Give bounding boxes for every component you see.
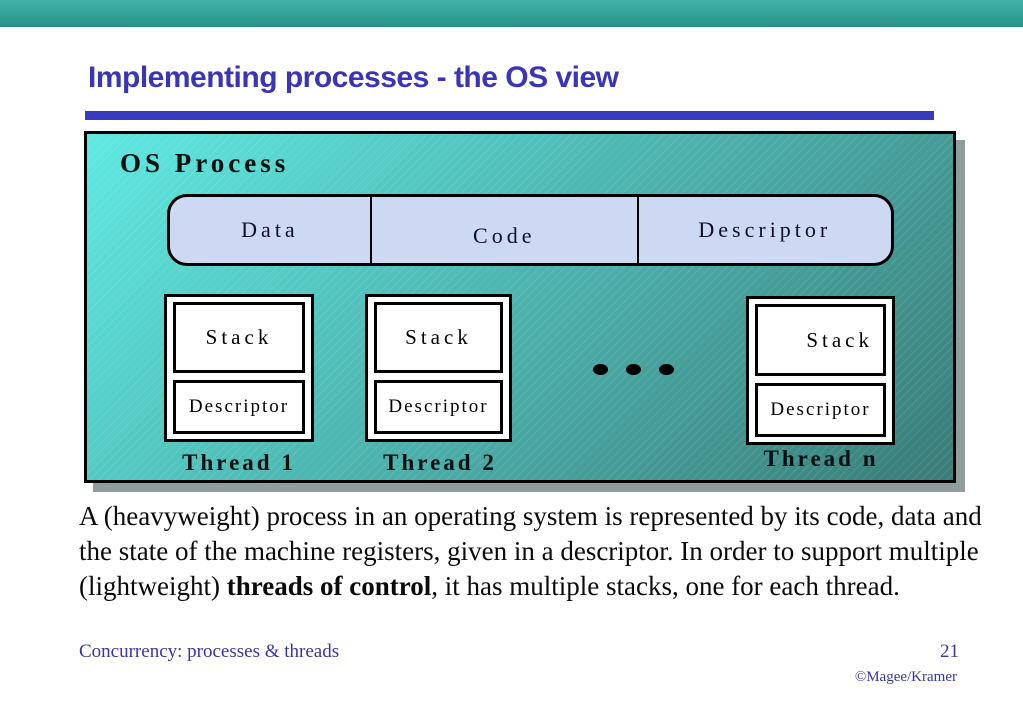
thread-n-label: Thread n	[763, 446, 879, 471]
body-text-before-bold: A (heavyweight) process in an operating …	[79, 501, 982, 601]
thread-2-stack: Stack	[374, 302, 503, 374]
footer-course-title: Concurrency: processes & threads	[79, 641, 340, 662]
thread-2-descriptor: Descriptor	[374, 380, 503, 434]
thread-2-label: Thread 2	[383, 450, 497, 475]
os-process-box: OS Process Data Code Descriptor Stack De…	[84, 131, 956, 483]
thread-2-box: Stack Descriptor	[365, 294, 512, 442]
thread-n-box: Stack Descriptor	[746, 296, 895, 445]
ellipsis-dot	[659, 364, 674, 375]
ellipsis-dot	[626, 364, 641, 375]
body-bold-phrase: threads of control	[226, 571, 432, 601]
body-paragraph: A (heavyweight) process in an operating …	[79, 499, 985, 604]
body-text-after-bold: , it has multiple stacks, one for each t…	[431, 571, 900, 601]
footer-credit: ©Magee/Kramer	[854, 669, 957, 685]
footer-page-number: 21	[940, 641, 959, 662]
thread-1-label: Thread 1	[182, 450, 296, 475]
top-teal-bar	[0, 0, 1023, 27]
thread-1-stack: Stack	[173, 302, 305, 374]
ellipsis-dot	[593, 364, 608, 375]
title-underline	[85, 111, 934, 120]
thread-1-descriptor: Descriptor	[173, 380, 305, 434]
segment-code: Code	[372, 197, 639, 263]
segment-descriptor: Descriptor	[698, 217, 832, 242]
thread-1-box: Stack Descriptor	[164, 294, 314, 442]
os-process-label: OS Process	[120, 148, 290, 178]
segment-data: Data	[170, 197, 372, 263]
thread-n-stack: Stack	[755, 304, 886, 376]
ellipsis-dots	[593, 364, 674, 375]
page-title: Implementing processes - the OS view	[88, 61, 619, 94]
thread-n-descriptor: Descriptor	[755, 383, 886, 437]
memory-segments-bar: Data Code Descriptor	[167, 194, 894, 266]
